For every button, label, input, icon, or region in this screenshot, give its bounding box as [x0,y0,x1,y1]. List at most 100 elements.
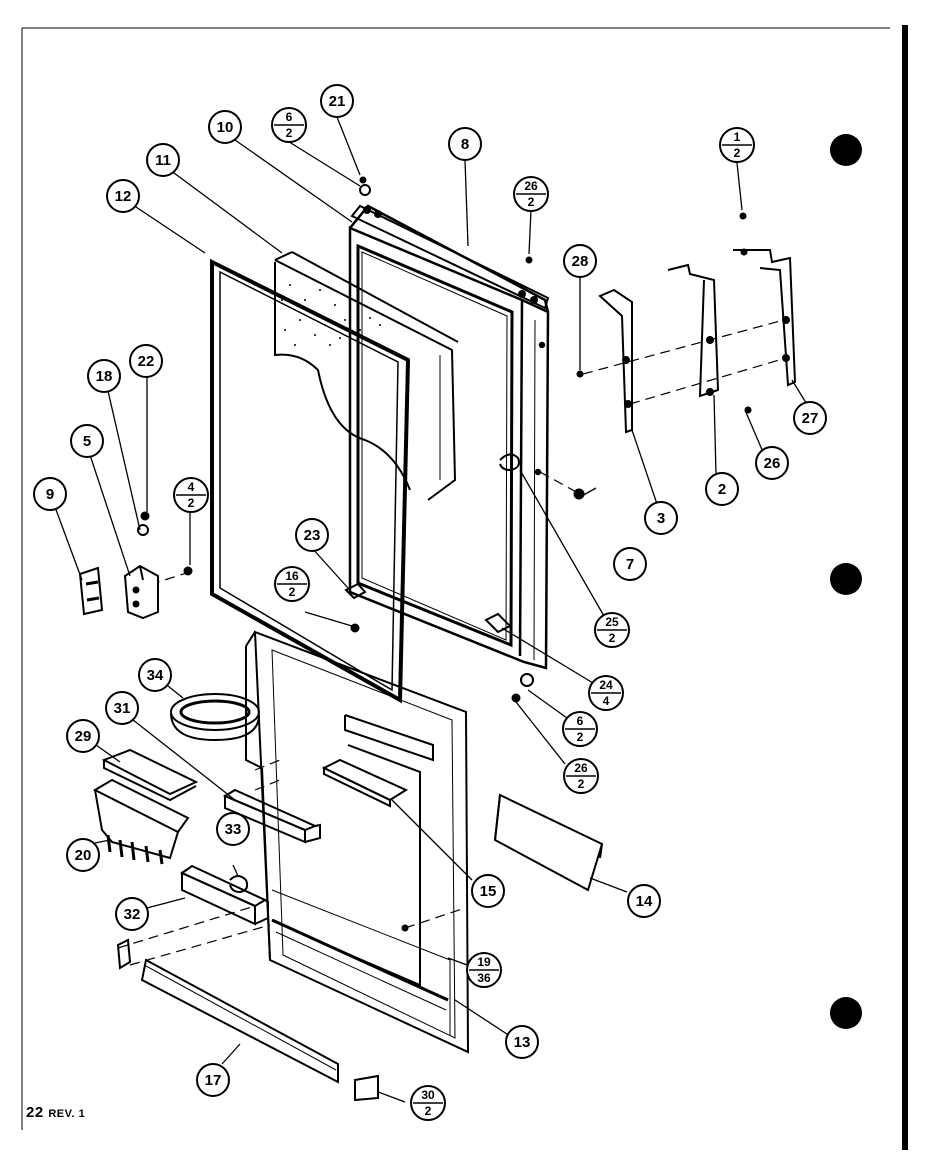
callout-19-36: 19 36 [466,952,502,988]
svg-text:33: 33 [225,821,242,838]
callout-4-2: 4 2 [173,477,209,513]
callout-10: 10 [208,110,242,144]
revision-label: REV. 1 [48,1108,86,1120]
screw [140,511,150,521]
svg-text:30: 30 [421,1088,435,1102]
binding-hole [830,563,862,595]
svg-text:15: 15 [480,883,497,900]
assembly-dash-lines [117,319,787,966]
screw [359,176,367,184]
svg-text:2: 2 [578,777,585,791]
svg-text:2: 2 [425,1104,432,1118]
screw [511,693,521,703]
callout-34: 34 [138,658,172,692]
callout-5: 5 [70,424,104,458]
handle-cap-part [78,566,104,616]
svg-text:27: 27 [802,410,819,427]
hinge-plate-part [667,263,720,398]
binding-hole [830,134,862,166]
svg-text:5: 5 [83,433,91,450]
callout-3: 3 [644,501,678,535]
callout-33: 33 [216,812,250,846]
svg-text:6: 6 [577,714,584,728]
door-stop-part [484,453,520,634]
svg-text:25: 25 [605,615,619,629]
callout-13: 13 [505,1025,539,1059]
svg-text:1: 1 [734,130,741,144]
plug [573,488,585,500]
svg-text:28: 28 [572,253,589,270]
svg-text:24: 24 [599,678,613,692]
svg-text:26: 26 [764,455,781,472]
svg-text:9: 9 [46,486,54,503]
callout-6-2-top: 6 2 [271,107,307,143]
callouts: 1 2 2 3 4 2 5 6 2 [33,84,827,1121]
callout-26-2-bottom: 26 2 [563,758,599,794]
svg-text:21: 21 [329,93,346,110]
svg-text:23: 23 [304,527,321,544]
shelf-part [321,758,409,808]
lower-shelf-part [179,864,269,926]
door-shelf-part [222,788,321,844]
svg-text:31: 31 [114,700,131,717]
bushing [520,673,534,687]
svg-text:10: 10 [217,119,234,136]
door-outer-frame-part [348,204,550,670]
svg-text:34: 34 [147,667,164,684]
callout-22: 22 [129,344,163,378]
callout-31: 31 [105,691,139,725]
hinge-bracket-part [598,288,633,434]
binding-holes [830,134,862,1029]
svg-text:22: 22 [138,353,155,370]
svg-text:2: 2 [289,585,296,599]
callout-12: 12 [106,179,140,213]
screw [576,370,584,378]
screw [525,256,533,264]
callout-28: 28 [563,244,597,278]
door-inner-liner-part [245,630,470,1054]
rail-part [493,793,604,892]
callout-11: 11 [146,143,180,177]
callout-27: 27 [793,401,827,435]
callout-30-2: 30 2 [410,1085,446,1121]
svg-text:2: 2 [718,481,726,498]
screw [359,184,371,196]
callout-2: 2 [705,472,739,506]
svg-text:19: 19 [477,955,491,969]
svg-text:18: 18 [96,368,113,385]
callout-29: 29 [66,719,100,753]
svg-text:11: 11 [155,152,171,169]
svg-text:17: 17 [205,1072,222,1089]
door-insulation-liner-part [274,251,459,501]
callout-15: 15 [471,874,505,908]
callout-7: 7 [613,547,647,581]
hardware-screws [137,176,752,932]
screw [137,524,149,536]
svg-text:6: 6 [286,110,293,124]
svg-text:26: 26 [574,761,588,775]
bottom-trim-part [140,958,339,1084]
callout-26-2-top: 26 2 [513,176,549,212]
door-gasket-part [210,258,411,704]
svg-text:3: 3 [657,510,665,527]
svg-text:14: 14 [636,893,653,910]
clip-part [344,582,367,600]
svg-text:12: 12 [115,188,132,205]
svg-text:2: 2 [734,146,741,160]
svg-text:29: 29 [75,728,92,745]
svg-text:32: 32 [124,906,141,923]
svg-text:36: 36 [477,971,491,985]
screw [350,623,360,633]
svg-text:2: 2 [577,730,584,744]
svg-text:2: 2 [188,496,195,510]
insulation-texture [281,284,381,346]
callout-8: 8 [448,127,482,161]
svg-text:7: 7 [626,556,634,573]
svg-text:4: 4 [603,694,610,708]
svg-text:16: 16 [285,569,299,583]
binding-hole [830,997,862,1029]
top-hinge-part [733,248,797,387]
callout-23: 23 [295,518,329,552]
handle-bracket-part [123,564,159,620]
